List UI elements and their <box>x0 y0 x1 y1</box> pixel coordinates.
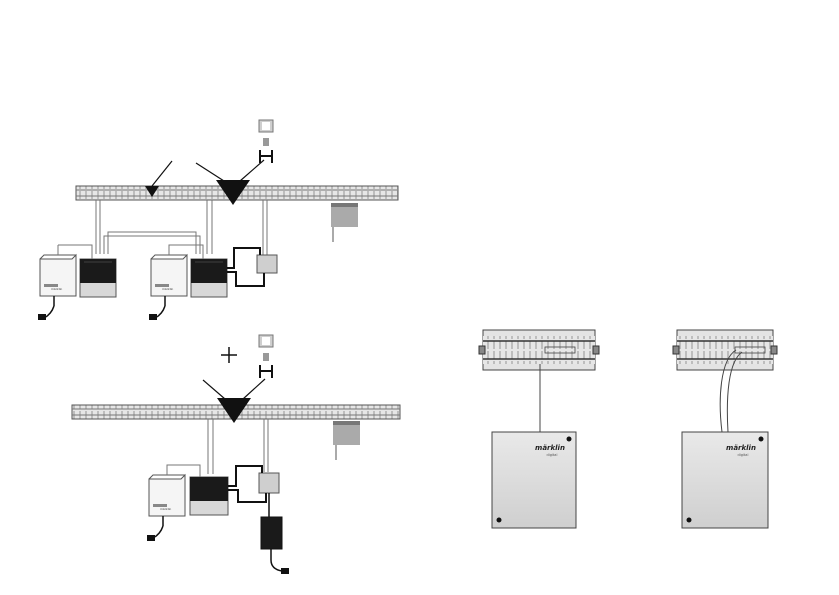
connector-parts-icon <box>259 120 273 163</box>
right-wiring-diagram-1: märklin digital <box>479 330 599 528</box>
transformer-1-label: märklin <box>51 287 62 291</box>
brand-sub-right-2: digital <box>738 453 749 457</box>
connection-box-upper <box>257 255 277 273</box>
connection-box-lower <box>259 473 279 493</box>
track-wires-upper <box>96 200 267 255</box>
plus-icon <box>221 347 237 363</box>
brand-label-right-2: märklin <box>726 444 756 452</box>
track-segment-right-2 <box>673 330 777 370</box>
accessory-plate-upper <box>331 203 358 242</box>
control-box-right-1: märklin digital <box>492 432 576 528</box>
control-unit-3 <box>190 477 228 515</box>
control-unit-2 <box>191 259 227 297</box>
track-segment-right-1 <box>479 330 599 370</box>
brand-sub-right-1: digital <box>547 453 558 457</box>
transformer-3-label: märklin <box>160 507 171 511</box>
right-wiring-diagram-2: märklin digital <box>673 330 777 528</box>
connector-parts-icon-lower <box>259 335 273 378</box>
lower-wiring-diagram <box>72 335 400 574</box>
control-unit-1 <box>80 259 116 297</box>
accessory-plate-lower <box>333 421 360 460</box>
upper-wiring-diagram <box>38 120 398 320</box>
power-supply-unit <box>261 493 289 574</box>
brand-label-right-1: märklin <box>535 444 565 452</box>
transformer-2-label: märklin <box>162 287 173 291</box>
control-box-right-2: märklin digital <box>682 432 768 528</box>
